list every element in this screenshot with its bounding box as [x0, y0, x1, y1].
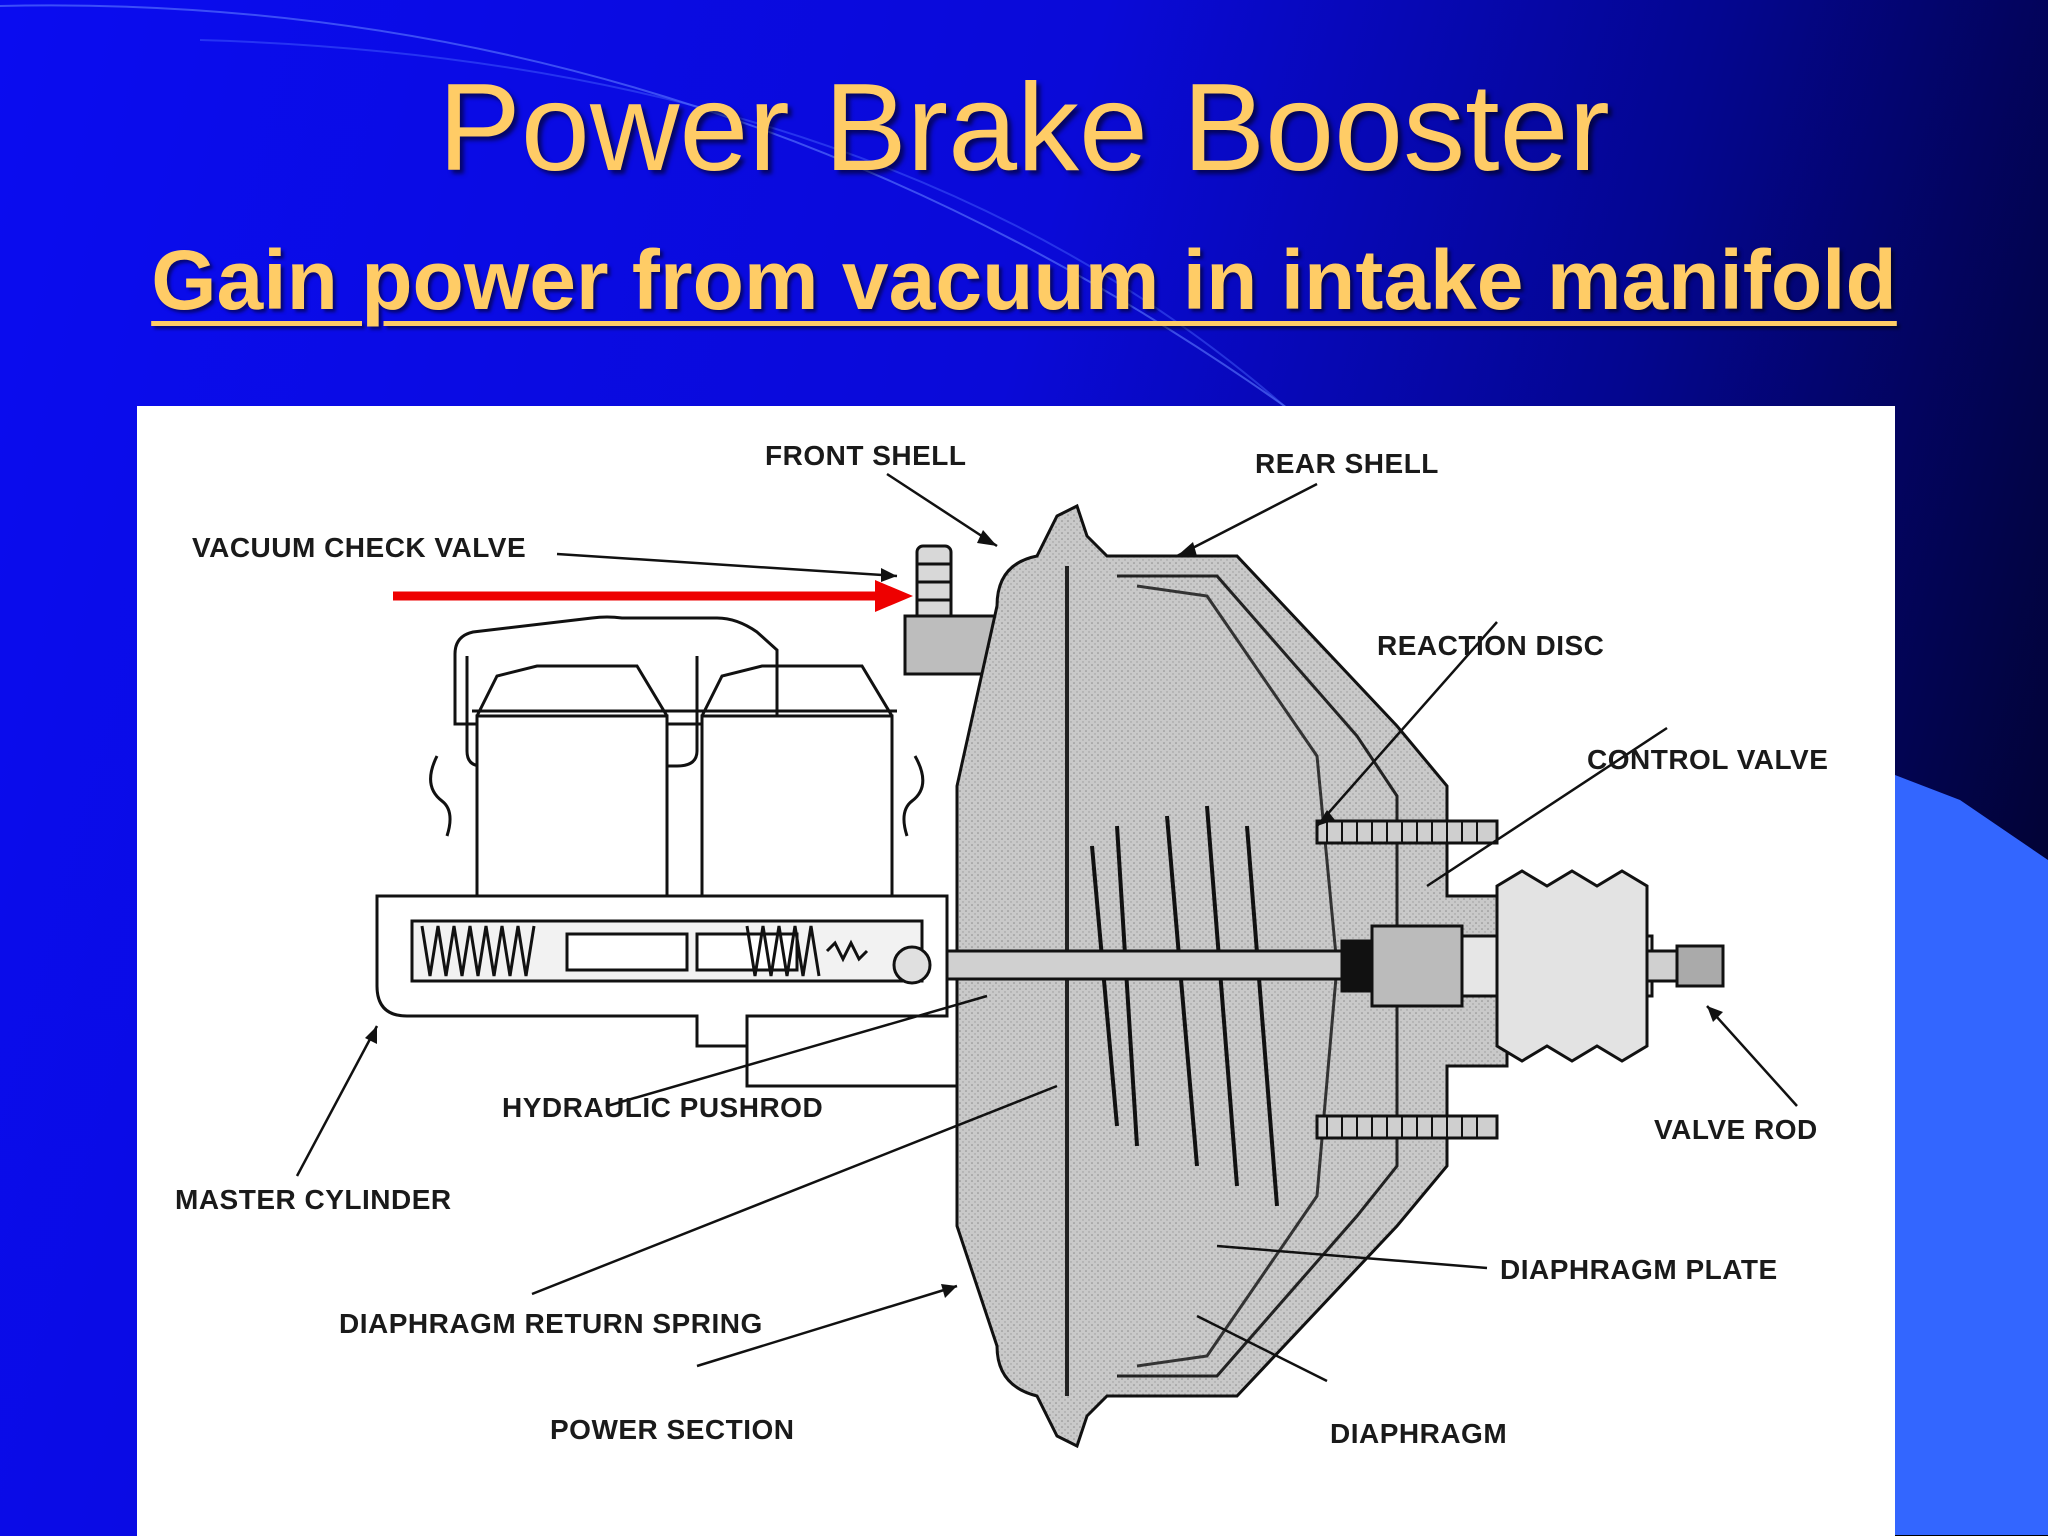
brake-booster-diagram: FRONT SHELL REAR SHELL VACUUM CHECK VALV… — [137, 406, 1895, 1536]
master-cylinder-body — [375, 894, 999, 1088]
label-control-valve: CONTROL VALVE — [1587, 744, 1829, 775]
label-diaphragm-plate: DIAPHRAGM PLATE — [1500, 1254, 1778, 1285]
label-reaction-disc: REACTION DISC — [1377, 630, 1605, 661]
leader-lines — [295, 472, 1798, 1383]
leader-arrowheads — [365, 530, 1723, 1298]
mounting-studs — [1315, 819, 1499, 1140]
booster-cutaway-illustration — [295, 472, 1798, 1449]
return-springs — [1090, 805, 1279, 1207]
cylinder-springs — [420, 925, 869, 977]
label-vacuum-check-valve: VACUUM CHECK VALVE — [192, 532, 527, 563]
label-hydraulic-pushrod: HYDRAULIC PUSHROD — [502, 1092, 824, 1123]
label-master-cylinder: MASTER CYLINDER — [175, 1184, 452, 1215]
label-power-section: POWER SECTION — [550, 1414, 795, 1445]
slide-subtitle: Gain power from vacuum in intake manifol… — [151, 233, 1897, 327]
valve-boot — [1495, 869, 1649, 1063]
label-rear-shell: REAR SHELL — [1255, 448, 1439, 479]
label-diaphragm-return-spring: DIAPHRAGM RETURN SPRING — [339, 1308, 763, 1339]
vacuum-inlet-highlight-arrow — [393, 580, 913, 612]
reservoir — [429, 615, 925, 908]
label-valve-rod: VALVE ROD — [1654, 1114, 1818, 1145]
slide-title: Power Brake Booster — [438, 59, 1610, 197]
label-diaphragm: DIAPHRAGM — [1330, 1418, 1508, 1449]
label-front-shell: FRONT SHELL — [765, 440, 967, 471]
